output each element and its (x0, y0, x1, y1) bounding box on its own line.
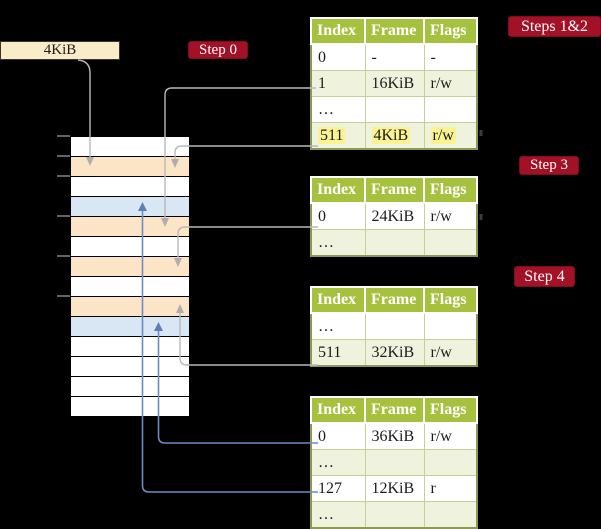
memory-row-5 (71, 237, 189, 257)
memory-row-8 (71, 297, 189, 317)
header-index: Index (310, 176, 366, 204)
badge-step-4: Step 4 (514, 266, 575, 287)
memory-row-11 (71, 357, 189, 377)
highlighted-value: 4KiB (371, 126, 411, 144)
highlighted-value: 511 (318, 126, 346, 144)
header-index: Index (310, 17, 366, 45)
header-index: Index (310, 286, 366, 314)
table-row: 127 12KiB r (310, 475, 478, 502)
table-row: … (310, 449, 478, 476)
page-table-steps-1-2: Index Frame Flags 0 - - 1 16KiB r/w … 51… (310, 17, 478, 150)
memory-row-7 (71, 277, 189, 297)
badge-step-3: Step 3 (519, 156, 579, 175)
memory-row-9 (71, 317, 189, 337)
header-flags: Flags (423, 286, 478, 314)
table-row: 1 16KiB r/w (310, 70, 478, 97)
header-frame: Frame (364, 286, 425, 314)
table-row: 0 - - (310, 43, 478, 71)
header-flags: Flags (423, 396, 478, 424)
memory-row-4 (71, 217, 189, 237)
table-row: … (310, 229, 478, 257)
highlighted-value: r/w (430, 126, 456, 144)
table-row: 0 36KiB r/w (310, 422, 478, 450)
header-flags: Flags (423, 176, 478, 204)
table-row: 0 24KiB r/w (310, 202, 478, 230)
memory-row-1 (71, 157, 189, 177)
memory-row-6 (71, 257, 189, 277)
root-frame-box: 4KiB (0, 41, 120, 60)
header-frame: Frame (364, 396, 425, 424)
physical-memory-column (70, 136, 190, 417)
page-table-step-4: Index Frame Flags … 511 32KiB r/w (310, 286, 478, 367)
table-row: … (310, 501, 478, 529)
badge-step-0: Step 0 (188, 41, 248, 59)
header-flags: Flags (423, 17, 478, 45)
arrow-entry511-to-frame32kib (176, 304, 318, 366)
memory-row-13 (71, 397, 189, 416)
table-header-row: Index Frame Flags (310, 286, 478, 314)
table-row: 511 32KiB r/w (310, 339, 478, 367)
badge-steps-1-2: Steps 1&2 (508, 16, 601, 37)
memory-row-3 (71, 197, 189, 217)
table-header-row: Index Frame Flags (310, 17, 478, 45)
memory-row-0 (71, 137, 189, 157)
table-row: … (310, 312, 478, 340)
memory-row-10 (71, 337, 189, 357)
header-index: Index (310, 396, 366, 424)
arrow-entry511-to-frame4kib (171, 145, 318, 168)
table-row-highlighted: 511 4KiB r/w (310, 122, 478, 150)
table-header-row: Index Frame Flags (310, 396, 478, 424)
table-row: … (310, 96, 478, 123)
memory-row-12 (71, 377, 189, 397)
header-frame: Frame (364, 176, 425, 204)
arrow-entry0-to-frame24kib (174, 226, 318, 267)
memory-row-2 (71, 177, 189, 197)
header-frame: Frame (364, 17, 425, 45)
page-table-step-3: Index Frame Flags 0 24KiB r/w … (310, 176, 478, 257)
address-ticks (57, 135, 70, 297)
table-header-row: Index Frame Flags (310, 176, 478, 204)
page-table-final-level: Index Frame Flags 0 36KiB r/w … 127 12Ki… (310, 396, 478, 529)
